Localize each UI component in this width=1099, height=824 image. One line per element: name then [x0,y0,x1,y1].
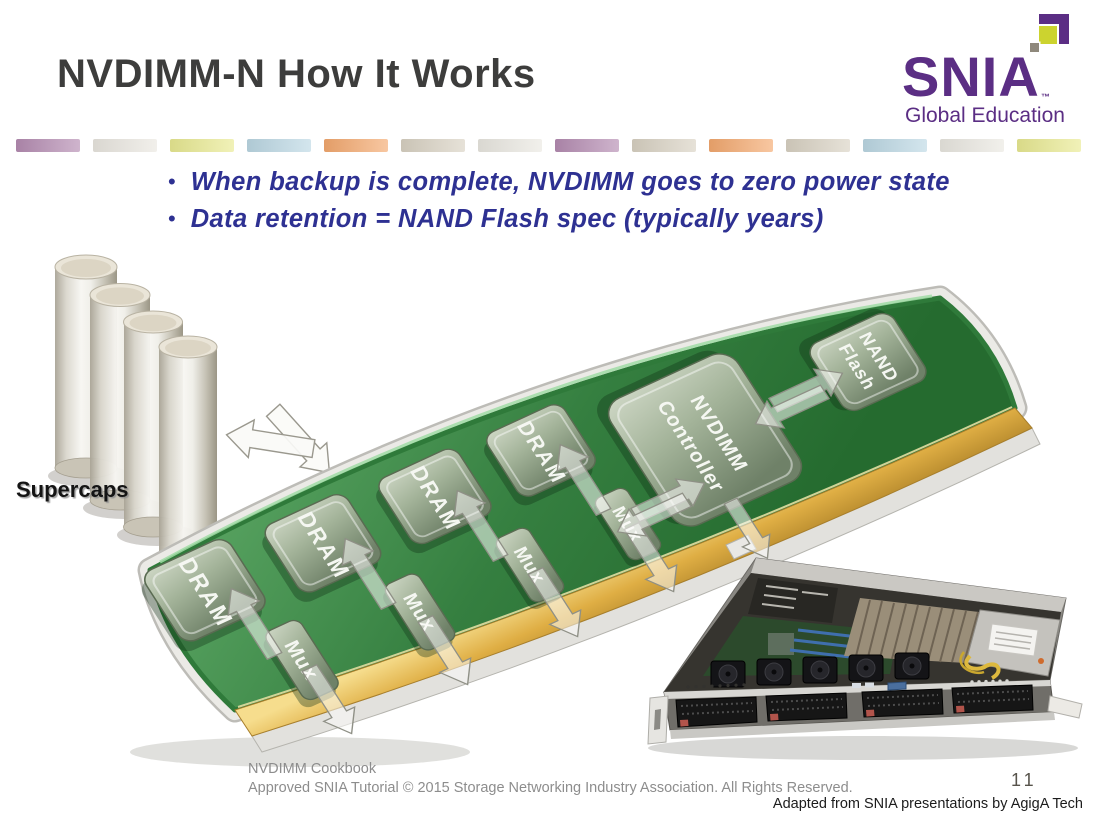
ram-slot [789,648,851,659]
logo-brand-text: SNIA [902,45,1040,108]
dram-chip: DRAM [484,404,596,506]
divider-dash [170,139,234,152]
footer-credit: Adapted from SNIA presentations by AgigA… [772,796,1083,812]
flow-arrow-up [453,489,509,563]
divider-dash [863,139,927,152]
supercaps-group [48,254,230,574]
divider-dash [16,139,80,152]
logo-subtitle: Global Education [905,104,1065,127]
divider-dash [1017,139,1081,152]
drive-bay-latch [680,719,689,727]
logo-yellow-square [1039,26,1057,44]
flow-arrow-down [723,497,771,560]
supercaps-label: Supercaps [16,477,129,502]
ram-slot [793,638,855,649]
flow-arrow-left [754,384,831,429]
rack-server [647,557,1083,760]
cpu-heatsink-small [768,633,794,655]
drive-bays [675,684,1034,728]
logo-gray-square [1030,43,1039,52]
flow-arrow-down [527,566,582,638]
server-shadow [648,736,1078,760]
drive-bay-latch [770,713,779,721]
board-edge-highlight [159,294,933,564]
vga-port [887,681,907,691]
divider-dash [401,139,465,152]
dram-mux-arrows [227,443,612,661]
divider-dash [555,139,619,152]
footer-cookbook: NVDIMM Cookbook [248,761,377,777]
divider-dash [632,139,696,152]
controller-arrows [616,368,844,537]
logo-trademark: ™ [1041,92,1050,102]
dram-chip: DRAM [141,538,266,652]
dram-chip: DRAM [376,448,492,554]
flow-arrow-up [556,443,612,517]
footer-copyright: Approved SNIA Tutorial © 2015 Storage Ne… [248,780,853,796]
divider-dash [940,139,1004,152]
divider-dash-strip [16,139,1085,152]
page-number: 11 [1011,770,1038,790]
rack-ear-slot [654,709,661,730]
power-cables [964,654,1001,680]
divider-dash [709,139,773,152]
usb-port [852,683,861,688]
gold-edge-connector [234,407,1033,737]
server-heatsink-fins [844,598,996,664]
board-shadow [130,737,470,767]
status-leds [970,679,1009,684]
divider-dash [478,139,542,152]
power-cables [959,651,985,675]
divider-dash [324,139,388,152]
bullet-item: • Data retention = NAND Flash spec (typi… [168,203,1068,235]
flow-arrow-up [341,537,397,611]
divider-dash [93,139,157,152]
bullet-text: Data retention = NAND Flash spec (typica… [190,205,824,233]
bullet-dot: • [168,169,176,194]
divider-dash [247,139,311,152]
server-io-zone [748,578,838,623]
flow-arrow-up [227,587,283,661]
mux-edge-arrows [301,497,771,735]
server-psu [965,609,1061,677]
flow-arrow-down [417,614,472,686]
rack-ear-right [1047,695,1083,719]
drive-bay-latch [866,709,875,717]
drive-bay-latch [956,705,965,713]
bullet-dot: • [168,206,176,231]
flow-arrow-left [616,492,693,537]
bullet-list: • When backup is complete, NVDIMM goes t… [168,166,1068,240]
divider-dash [786,139,850,152]
bullet-text: When backup is complete, NVDIMM goes to … [190,168,950,196]
flow-arrow-down [301,663,356,735]
page-title: NVDIMM-N How It Works [57,52,536,96]
server-fan-row [710,652,930,688]
server-back-rail [751,558,1066,612]
front-panel-lip [664,680,1051,699]
dram-chip: DRAM [262,494,382,602]
front-bottom-rail [670,712,1055,739]
gold-edge-highlight [237,406,1013,708]
supercaps-board-arrow [225,403,331,474]
usb-port [865,682,874,688]
ram-slot [797,628,859,639]
bullet-item: • When backup is complete, NVDIMM goes t… [168,166,1068,198]
vent-dots [686,683,746,689]
